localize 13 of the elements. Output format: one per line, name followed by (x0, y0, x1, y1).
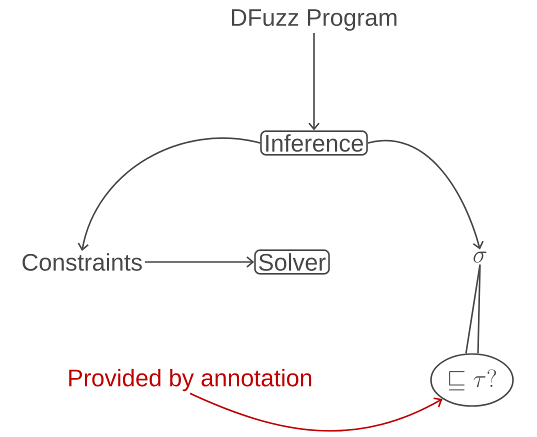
annotation-text: Provided by annotation (69, 368, 312, 392)
speech-bubble: $\sqsubseteq \tau?$ (430, 353, 514, 407)
arrow (190, 392, 442, 432)
arrow (368, 140, 484, 250)
label-text: Constraints (22, 253, 142, 271)
arrow (78, 137, 260, 251)
label-text: DFuzz Program (232, 9, 396, 31)
process-box: Solver (254, 249, 330, 275)
bubble-tail (465, 264, 481, 354)
label-text: $\sigma$ (474, 252, 486, 263)
arrow (144, 256, 254, 268)
process-box: Inference (260, 130, 368, 156)
arrow (308, 32, 320, 130)
